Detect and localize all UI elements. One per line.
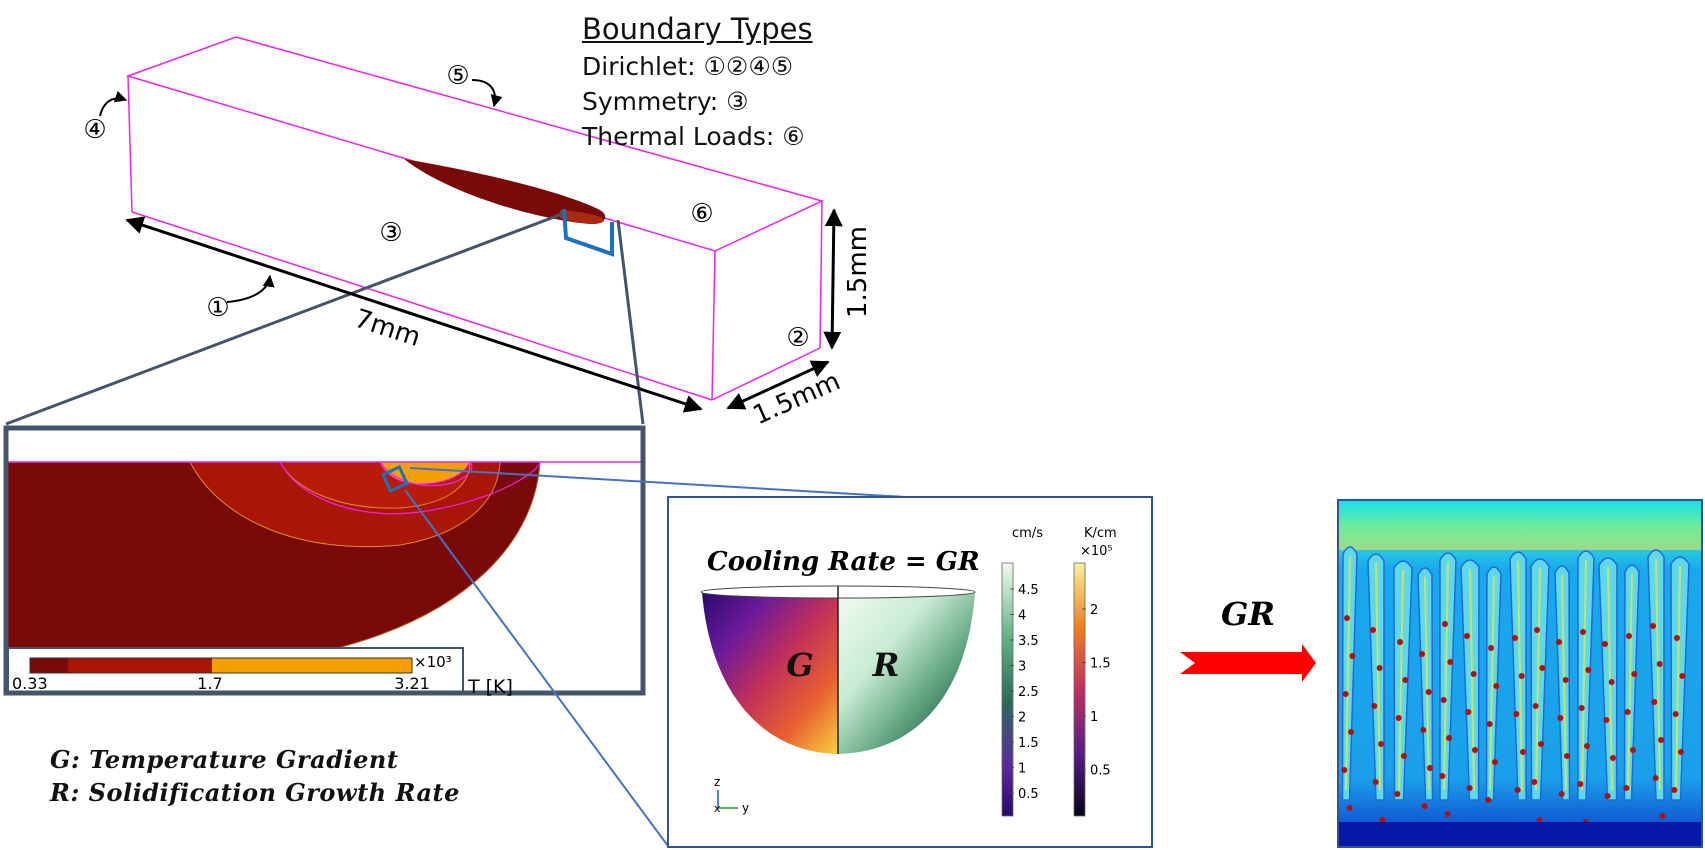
boundary-marker-4: ④ — [83, 115, 106, 145]
axis-y-label: y — [742, 801, 749, 815]
g-colorbar-multiplier: ×10⁵ — [1080, 544, 1113, 559]
boundary-thermal-loads: Thermal Loads: ⑥ — [582, 122, 805, 151]
boundary-symmetry: Symmetry: ③ — [582, 87, 749, 116]
pointer-arrow-1 — [226, 274, 275, 303]
legend-g-line: G: Temperature Gradient — [50, 745, 399, 774]
r-colorbar-ticks: 4.5 4 3.5 3 2.5 2 1.5 1 0.5 — [1010, 583, 1039, 802]
g-colorbar-unit: K/cm — [1084, 526, 1117, 541]
boundary-dirichlet: Dirichlet: ①②④⑤ — [582, 52, 794, 81]
axis-z-label: z — [714, 775, 720, 789]
g-half-melt-pool — [702, 592, 838, 754]
length-label: 7mm — [351, 304, 424, 353]
r-half-label: R — [872, 646, 900, 684]
r-colorbar-unit: cm/s — [1012, 526, 1043, 541]
dendrite-arm — [1460, 559, 1480, 801]
connector-line-left — [5, 212, 563, 426]
cooling-rate-title: Cooling Rate = GR — [707, 547, 980, 577]
axis-triad: z y x — [714, 775, 749, 815]
temperature-colorbar-mid — [68, 658, 212, 673]
gr-arrow-label: GR — [1221, 595, 1275, 633]
r-colorbar-tick-label: 3 — [1018, 660, 1026, 675]
g-colorbar-tick-label: 1 — [1090, 710, 1098, 725]
length-dimension-arrow — [125, 216, 703, 413]
melt-pool-gr-panel: Cooling Rate = GR G R z y x cm/s 4.5 4 3.5… — [667, 496, 1153, 848]
height-dimension-arrow — [823, 208, 843, 350]
temperature-unit-label: T [K] — [467, 676, 513, 698]
connector-line-right — [616, 219, 645, 425]
zoom-marker-2d — [381, 465, 409, 493]
r-colorbar-tick-label: 2.5 — [1018, 685, 1039, 700]
temperature-mid-label: 1.7 — [197, 674, 222, 693]
boundary-marker-2: ② — [786, 323, 809, 353]
temperature-max-label: 3.21 — [394, 674, 430, 693]
dendrite-arm — [1598, 557, 1618, 801]
r-colorbar-tick-label: 2 — [1018, 711, 1026, 726]
gr-arrow — [1180, 644, 1316, 682]
temperature-colorbar-high — [212, 658, 412, 673]
r-colorbar-tick-label: 0.5 — [1018, 787, 1039, 802]
legend-r-line: R: Solidification Growth Rate — [50, 778, 460, 807]
r-colorbar-tick-label: 4 — [1018, 609, 1026, 624]
temperature-colorbar-low — [30, 658, 68, 673]
r-colorbar-tick-label: 1 — [1018, 762, 1026, 777]
g-colorbar-tick-label: 0.5 — [1090, 764, 1111, 779]
g-colorbar-ticks: 2 1.5 1 0.5 — [1082, 603, 1111, 779]
boundary-marker-1: ① — [206, 293, 229, 323]
g-half-label: G — [786, 646, 813, 684]
temperature-min-label: 0.33 — [12, 674, 48, 693]
height-label: 1.5mm — [843, 226, 873, 318]
temperature-zoom-panel: 0.33 1.7 3.21 ×10³ — [3, 425, 646, 696]
r-half-melt-pool — [838, 592, 975, 754]
dendrite-arm — [1670, 556, 1690, 801]
connector-line-bottom — [404, 489, 669, 847]
temperature-multiplier: ×10³ — [414, 653, 452, 671]
boundary-marker-6: ⑥ — [690, 199, 713, 229]
r-colorbar — [1001, 562, 1014, 817]
g-colorbar — [1073, 562, 1086, 817]
pointer-arrow-5 — [471, 79, 503, 108]
melt-pool-3d — [404, 159, 606, 225]
connector-line-top — [409, 467, 907, 498]
r-colorbar-tick-label: 1.5 — [1018, 736, 1039, 751]
dendrite-arm — [1530, 558, 1550, 801]
axis-x-label: x — [714, 802, 721, 815]
boundary-marker-5: ⑤ — [446, 61, 469, 91]
g-colorbar-tick-label: 2 — [1090, 603, 1098, 618]
g-colorbar-tick-label: 1.5 — [1090, 657, 1111, 672]
r-colorbar-tick-label: 3.5 — [1018, 634, 1039, 649]
boundary-types-title: Boundary Types — [582, 12, 813, 46]
r-colorbar-tick-label: 4.5 — [1018, 583, 1039, 598]
dendrite-microstructure-panel — [1337, 499, 1703, 848]
pointer-arrow-4 — [99, 90, 128, 117]
boundary-marker-3: ③ — [379, 218, 402, 248]
width-dimension-arrow — [726, 360, 830, 410]
